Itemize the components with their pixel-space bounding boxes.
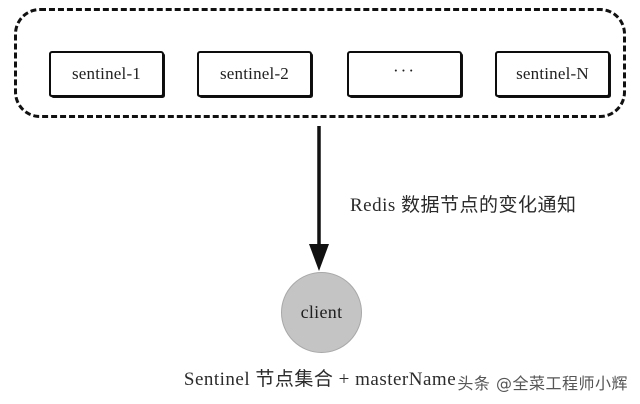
sentinel-cluster-group: sentinel-1 sentinel-2 ··· sentinel-N	[14, 8, 626, 118]
sentinel-node-n-label: sentinel-N	[516, 64, 589, 83]
sentinel-node-1-label: sentinel-1	[71, 64, 142, 83]
sentinel-node-2: sentinel-2	[197, 51, 312, 97]
sentinel-node-n: sentinel-N	[495, 51, 610, 97]
client-node-label: client	[300, 302, 343, 322]
watermark: 头条 @全菜工程师小辉	[457, 374, 628, 393]
sentinel-node-2-label: sentinel-2	[219, 64, 290, 83]
sentinel-node-1: sentinel-1	[49, 51, 164, 97]
sentinel-node-ellipsis: ···	[347, 51, 462, 97]
notification-arrow-icon	[309, 126, 329, 271]
sentinel-node-ellipsis-label: ···	[393, 61, 416, 80]
diagram-caption: Sentinel 节点集合 + masterName	[183, 369, 457, 390]
notification-arrow-label: Redis 数据节点的变化通知	[350, 195, 577, 216]
client-node: client	[281, 272, 362, 353]
